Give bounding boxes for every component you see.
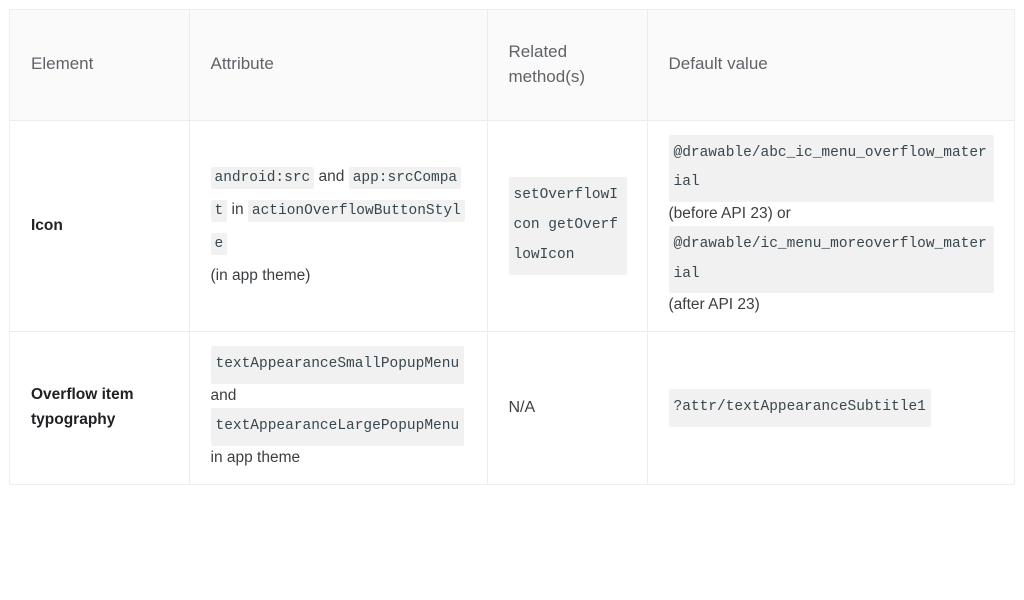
cell-element-overflow-item-typography: Overflow item typography (10, 331, 190, 484)
column-header-default-value: Default value (647, 10, 1014, 121)
text-in: in (227, 201, 248, 219)
text-after-api-23: (after API 23) (668, 296, 760, 314)
code-drawable-abc-ic-menu-overflow-material: @drawable/abc_ic_menu_overflow_material (668, 134, 994, 202)
cell-attribute-overflow-item-typography: textAppearanceSmallPopupMenu and textApp… (189, 331, 488, 484)
cell-element-icon: Icon (10, 120, 190, 333)
table-header: Element Attribute Related method(s) Defa… (10, 10, 1014, 121)
text-not-applicable: N/A (508, 398, 536, 416)
text-in-app-theme: (in app theme) (210, 266, 311, 284)
row-label-overflow-item-typography: Overflow item typography (31, 386, 134, 429)
cell-related-methods-overflow-item-typography: N/A (487, 331, 648, 484)
cell-default-value-overflow-item-typography: ?attr/textAppearanceSubtitle1 (647, 332, 1014, 484)
attribute-content-icon: android:src and app:srcCompat in actionO… (210, 161, 467, 290)
column-header-attribute: Attribute (189, 10, 488, 121)
table-body: Icon android:src and app:srcCompat in ac… (10, 120, 1014, 484)
cell-default-value-icon: @drawable/abc_ic_menu_overflow_material … (647, 120, 1014, 333)
row-label-icon: Icon (31, 216, 63, 234)
text-before-api-23: (before API 23) or (668, 204, 791, 222)
code-android-src: android:src (210, 167, 315, 190)
column-header-related-methods: Related method(s) (487, 10, 648, 121)
table-row: Icon android:src and app:srcCompat in ac… (10, 120, 1014, 333)
attribute-reference-table: Element Attribute Related method(s) Defa… (10, 10, 1014, 484)
code-overflow-icon-methods: setOverflowIcon getOverflowIcon (508, 177, 627, 275)
text-and: and (210, 387, 237, 405)
attribute-reference-table-container: Element Attribute Related method(s) Defa… (9, 9, 1015, 485)
cell-attribute-icon: android:src and app:srcCompat in actionO… (189, 120, 488, 333)
cell-related-methods-icon: setOverflowIcon getOverflowIcon (487, 120, 648, 333)
text-in-app-theme: in app theme (210, 448, 301, 466)
code-attr-text-appearance-subtitle1: ?attr/textAppearanceSubtitle1 (668, 389, 931, 427)
text-and: and (314, 168, 349, 186)
code-action-overflow-button-style: actionOverflowButtonStyle (210, 200, 465, 255)
code-drawable-ic-menu-moreoverflow-material: @drawable/ic_menu_moreoverflow_material (668, 225, 994, 294)
code-text-appearance-small-popup-menu: textAppearanceSmallPopupMenu (210, 346, 465, 385)
table-row: Overflow item typography textAppearanceS… (10, 331, 1014, 484)
table-header-row: Element Attribute Related method(s) Defa… (10, 10, 1014, 121)
code-text-appearance-large-popup-menu: textAppearanceLargePopupMenu (210, 408, 465, 446)
column-header-element: Element (10, 10, 190, 121)
